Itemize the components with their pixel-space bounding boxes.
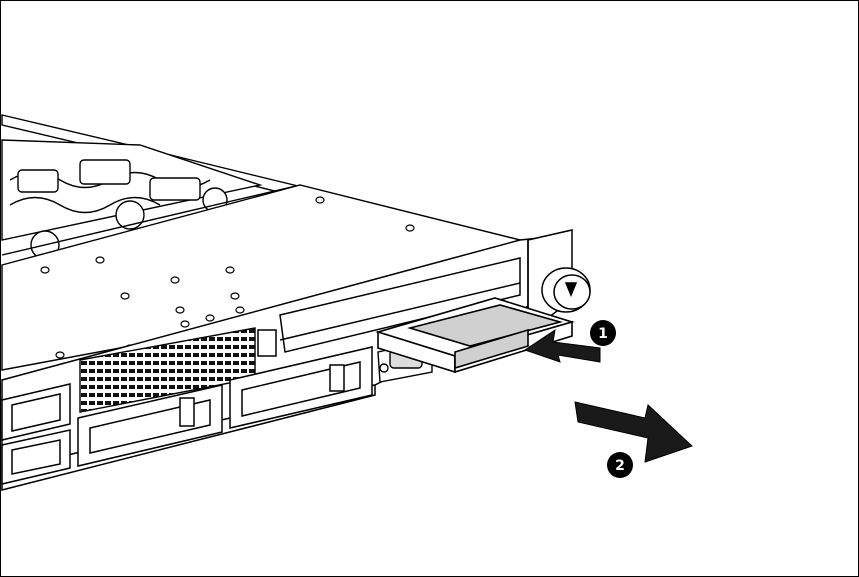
thumbscrew xyxy=(541,267,591,313)
callout-2-label: 2 xyxy=(615,458,625,474)
arrow-push-latch xyxy=(523,328,601,363)
callout-1: 1 xyxy=(590,320,616,346)
callout-1-label: 1 xyxy=(598,326,608,342)
callout-2: 2 xyxy=(607,452,633,478)
media-tray xyxy=(375,297,575,374)
drive-bays xyxy=(1,346,373,485)
arrow-pull-out xyxy=(574,401,693,463)
